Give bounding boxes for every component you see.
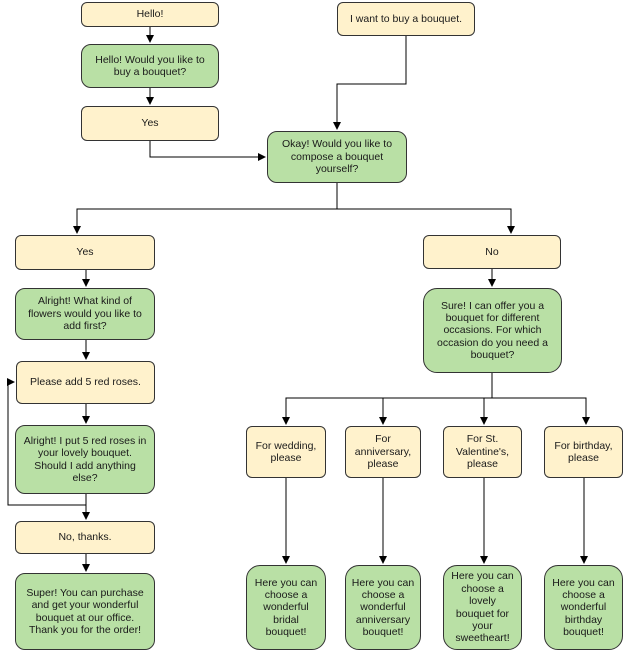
node-super: Super! You can purchase and get your won…	[15, 573, 155, 650]
edge-compose-to-no	[337, 208, 515, 234]
edge-yes-to-compose	[149, 141, 266, 161]
node-birthday-bouquet: Here you can choose a wonderful birthday…	[544, 565, 623, 650]
node-want-buy: I want to buy a bouquet.	[337, 2, 475, 36]
node-yes-top: Yes	[81, 106, 219, 141]
node-offer: Sure! I can offer you a bouquet for diff…	[423, 288, 562, 373]
edge-compose-to-yes	[73, 183, 338, 234]
node-birthday: For birthday, please	[544, 426, 623, 478]
node-hello: Hello!	[81, 2, 219, 27]
edge-loop-back-to-roses	[7, 378, 86, 506]
node-sweetheart: Here you can choose a lovely bouquet for…	[443, 565, 522, 650]
node-wedding: For wedding, please	[246, 426, 326, 478]
node-bridal: Here you can choose a wonderful bridal b…	[246, 565, 326, 650]
node-yes-left: Yes	[15, 235, 155, 270]
edge-want-to-compose	[333, 36, 407, 130]
node-compose: Okay! Would you like to compose a bouque…	[267, 131, 407, 183]
edge-offer-to-birthday	[492, 397, 590, 425]
node-anniversary: For anniversary, please	[345, 426, 421, 478]
node-anniversary-bouquet: Here you can choose a wonderful annivers…	[345, 565, 421, 650]
node-valentines: For St. Valentine's, please	[443, 426, 522, 478]
node-add-roses: Please add 5 red roses.	[16, 361, 155, 404]
node-bot-hello: Hello! Would you like to buy a bouquet?	[81, 44, 219, 88]
node-what-flowers: Alright! What kind of flowers would you …	[15, 288, 155, 340]
node-no-thanks: No, thanks.	[15, 521, 155, 554]
node-no-right: No	[423, 235, 561, 269]
edge-offer-to-occasions	[282, 373, 493, 425]
node-put-roses: Alright! I put 5 red roses in your lovel…	[15, 425, 155, 494]
